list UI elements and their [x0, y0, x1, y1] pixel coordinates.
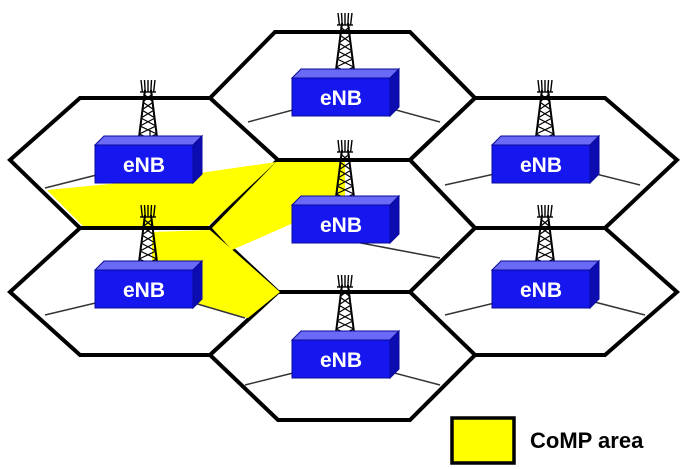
enb-box: eNB	[290, 329, 401, 380]
enb-box: eNB	[290, 194, 401, 245]
enb-box: eNB	[93, 259, 204, 310]
enb-label: eNB	[320, 87, 362, 110]
enb-node-lower-right: eNB	[490, 204, 601, 310]
enb-label: eNB	[520, 154, 562, 177]
legend-label: CoMP area	[530, 428, 644, 453]
enb-box: eNB	[93, 134, 204, 185]
enb-node-bottom-center: eNB	[290, 274, 401, 380]
enb-label: eNB	[123, 154, 165, 177]
enb-label: eNB	[520, 279, 562, 302]
enb-nodes: eNB eNB eNB eNB eNB eNB eNB	[93, 12, 601, 380]
enb-box: eNB	[490, 259, 601, 310]
comp-overlay-center	[212, 162, 345, 250]
enb-node-center: eNB	[290, 139, 401, 245]
enb-label: eNB	[320, 214, 362, 237]
enb-node-upper-right: eNB	[490, 79, 601, 185]
enb-label: eNB	[123, 279, 165, 302]
enb-label: eNB	[320, 349, 362, 372]
enb-node-lower-left: eNB	[93, 204, 204, 310]
enb-node-upper-left: eNB	[93, 79, 204, 185]
legend-swatch-yellow-square	[450, 416, 516, 465]
enb-box: eNB	[490, 134, 601, 185]
enb-box: eNB	[290, 67, 401, 118]
cells	[7, 30, 681, 422]
enb-node-top-center: eNB	[290, 12, 401, 118]
legend: CoMP area	[450, 416, 644, 465]
comp-overlay-upper-left	[47, 162, 276, 226]
